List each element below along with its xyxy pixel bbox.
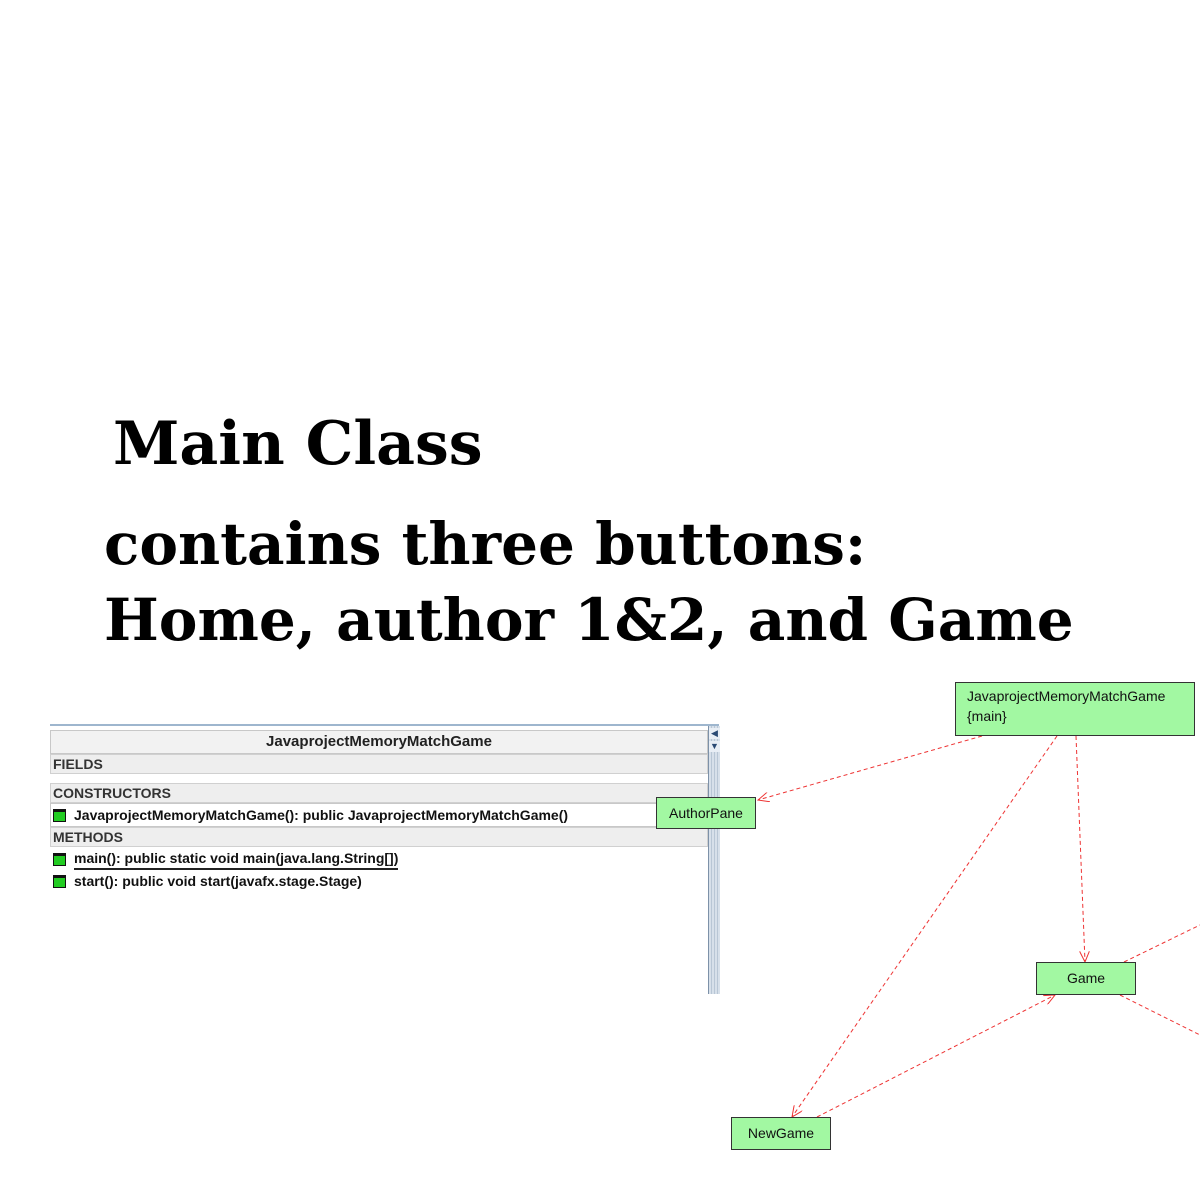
method-item-start[interactable]: start(): public void start(javafx.stage.… xyxy=(53,871,362,891)
constructors-section-header[interactable]: CONSTRUCTORS xyxy=(50,783,708,803)
vertical-scrollbar[interactable]: ◀ ▼ xyxy=(708,726,720,994)
graph-node-newgame[interactable]: NewGame xyxy=(731,1117,831,1150)
class-name-header: JavaprojectMemoryMatchGame xyxy=(50,730,708,754)
method-signature-main: main(): public static void main(java.lan… xyxy=(74,848,399,870)
methods-section-header[interactable]: METHODS xyxy=(50,827,708,847)
fields-section-header[interactable]: FIELDS xyxy=(50,754,708,774)
class-inspector-panel: JavaprojectMemoryMatchGame FIELDS CONSTR… xyxy=(50,724,720,994)
edge-main-to-game xyxy=(1075,735,1085,962)
node-label-main: JavaprojectMemoryMatchGame xyxy=(967,688,1166,704)
graph-node-authorpane[interactable]: AuthorPane xyxy=(656,797,756,829)
edge-game-offscreen-up xyxy=(1123,924,1200,963)
graph-node-game[interactable]: Game xyxy=(1036,962,1136,995)
node-label-main-tag: {main} xyxy=(967,708,1007,724)
method-icon xyxy=(53,874,66,888)
edge-newgame-to-game xyxy=(816,995,1055,1118)
graph-node-main-class[interactable]: JavaprojectMemoryMatchGame {main} xyxy=(955,682,1195,736)
subtitle-line-2: Home, author 1&2, and Game xyxy=(104,586,1074,654)
constructor-item[interactable]: JavaprojectMemoryMatchGame(): public Jav… xyxy=(53,805,568,825)
slide-subtitle: contains three buttons: Home, author 1&2… xyxy=(104,506,1074,658)
edge-game-offscreen-down xyxy=(1119,994,1200,1036)
method-signature-start: start(): public void start(javafx.stage.… xyxy=(74,873,362,889)
edge-main-to-authorpane xyxy=(758,735,983,800)
constructor-row-box xyxy=(50,803,706,827)
edge-main-to-newgame xyxy=(792,735,1058,1117)
slide-title: Main Class xyxy=(113,409,483,479)
scroll-up-arrow-icon[interactable]: ◀ xyxy=(709,728,720,739)
scroll-down-arrow-icon[interactable]: ▼ xyxy=(709,741,720,752)
method-icon xyxy=(53,852,66,866)
constructor-icon xyxy=(53,808,66,822)
method-item-main[interactable]: main(): public static void main(java.lan… xyxy=(53,848,399,870)
constructor-signature: JavaprojectMemoryMatchGame(): public Jav… xyxy=(74,807,569,823)
subtitle-line-1: contains three buttons: xyxy=(104,510,867,578)
